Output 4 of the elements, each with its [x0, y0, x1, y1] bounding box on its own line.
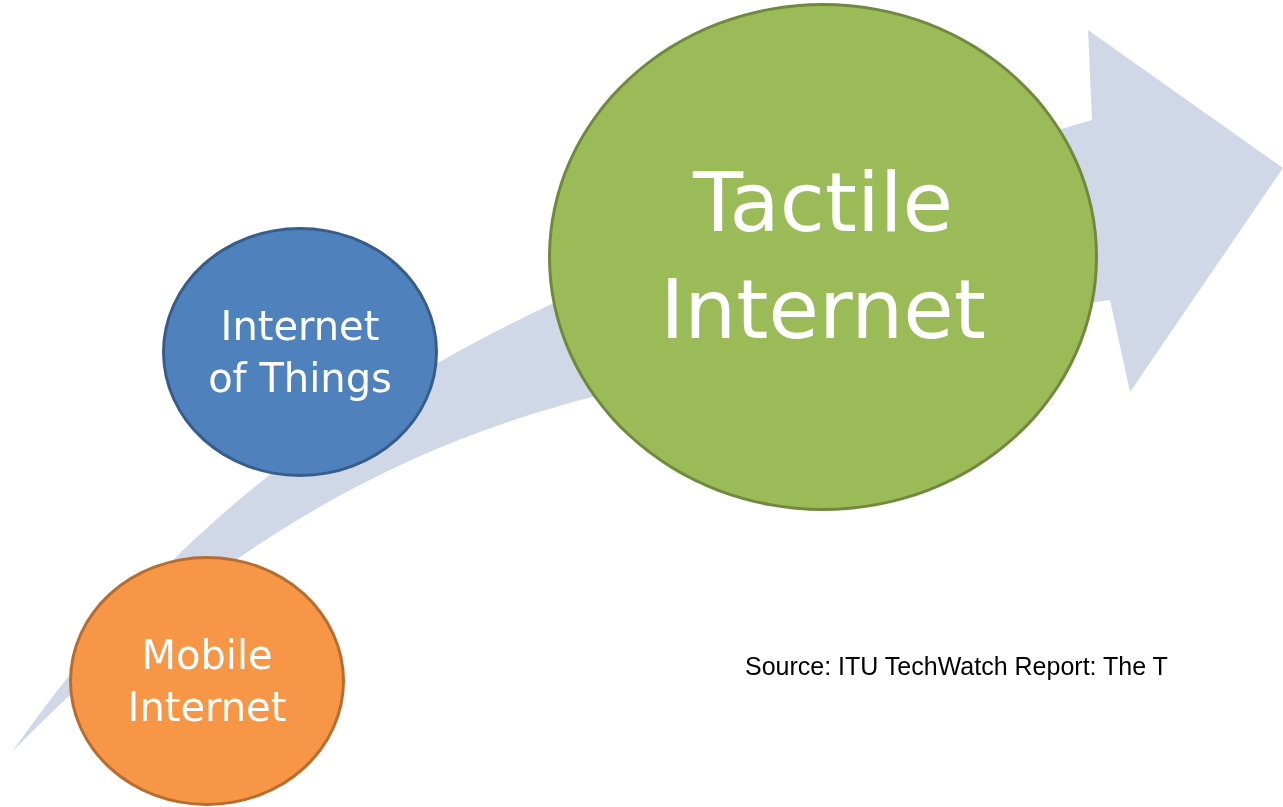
node-label: Mobile Internet [126, 631, 288, 732]
node-label: Tactile Internet [659, 154, 987, 359]
node-label: Internet of Things [207, 302, 393, 403]
source-note: Source: ITU TechWatch Report: The T [745, 652, 1168, 681]
